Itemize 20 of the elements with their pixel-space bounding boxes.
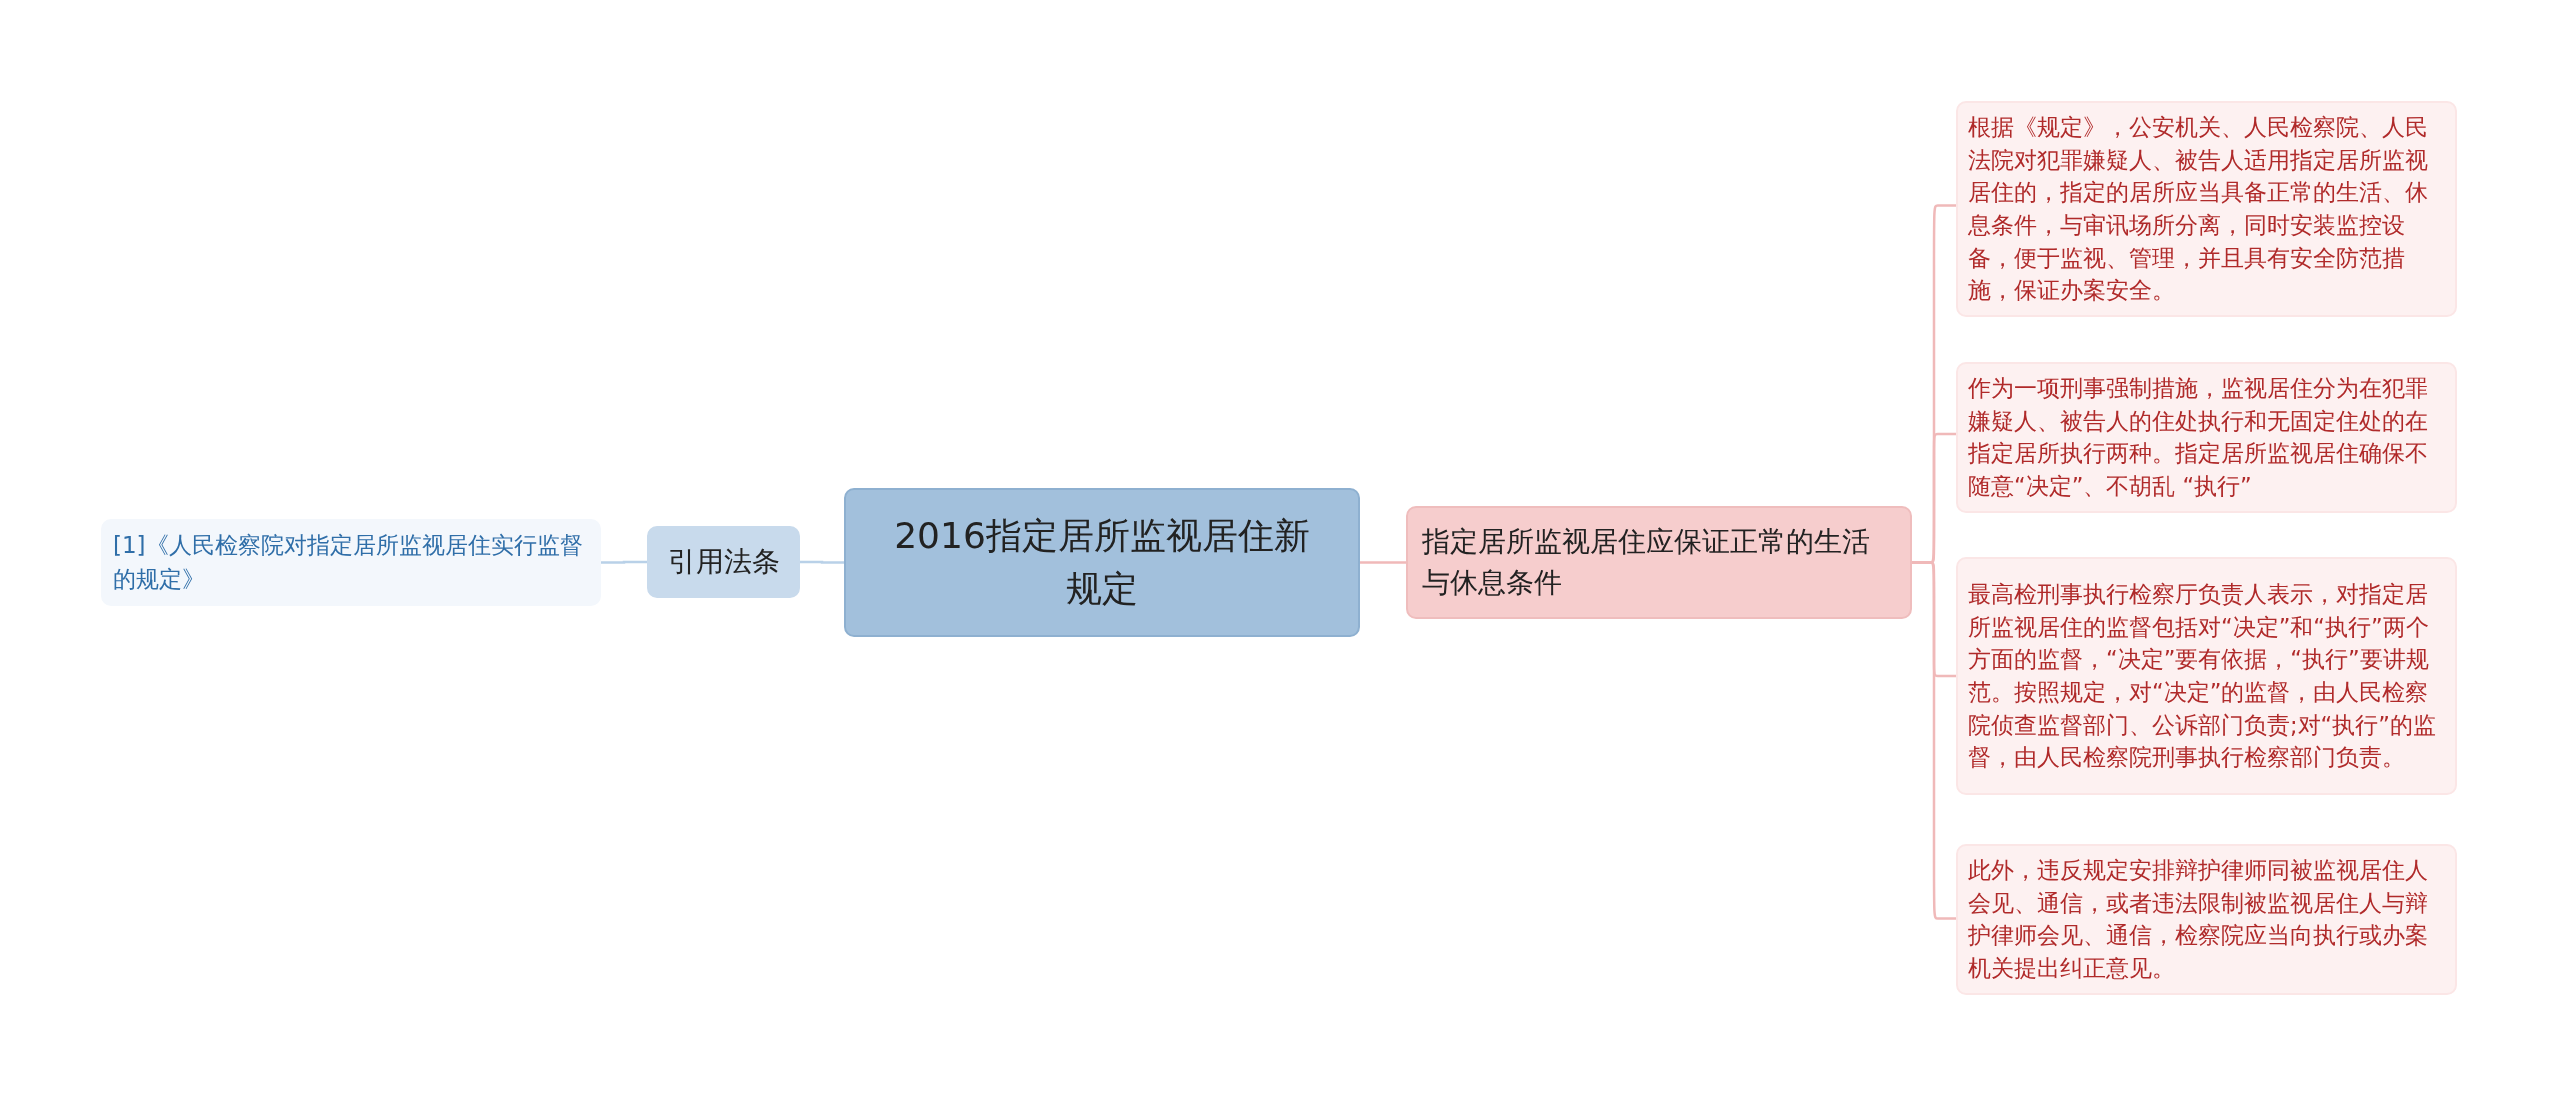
node-text: 2016指定居所监视居住新规定 bbox=[893, 514, 1311, 611]
node-text: 根据《规定》，公安机关、人民检察院、人民法院对犯罪嫌疑人、被告人适用指定居所监视居住的，指定的居所应当具备正常的生活、休息条件，与审讯场所分离，同时安装监控设备，便于监视、管理，并且具有安全防范措施，保证办案安全。 bbox=[1968, 113, 2429, 306]
topic-box bbox=[1406, 506, 1912, 619]
connector-line bbox=[800, 560, 844, 564]
node-text: 作为一项刑事强制措施，监视居住分为在犯罪嫌疑人、被告人的住处执行和无固定住处的在指定居所执行两种。指定居所监视居住确保不随意“决定”、不胡乱 “执行” bbox=[1968, 374, 2429, 501]
detail-box bbox=[1956, 101, 2457, 317]
detail-box bbox=[1956, 844, 2457, 995]
detail-box bbox=[1956, 557, 2457, 795]
detail-box bbox=[1956, 362, 2457, 513]
node-text: 引用法条 bbox=[667, 543, 780, 580]
connector-line bbox=[1912, 561, 1956, 920]
node-text: [1]《人民检察院对指定居所监视居住实行监督的规定》 bbox=[113, 531, 584, 594]
topic-box bbox=[647, 526, 800, 598]
connector-line bbox=[1360, 561, 1406, 564]
node-text: 此外，违反规定安排辩护律师同被监视居住人会见、通信，或者违法限制被监视居住人与辩护律师会见、通信，检察院应当向执行或办案机关提出纠正意见。 bbox=[1968, 856, 2429, 983]
reference-box bbox=[101, 519, 601, 606]
root-topic-box bbox=[844, 488, 1360, 637]
node-text: 最高检刑事执行检察厅负责人表示，对指定居所监视居住的监督包括对“决定”和“执行”两个方面的监督，“决定”要有依据，“执行”要讲规范。按照规定，对“决定”的监督，由人民检察院侦查监督部门、公诉部门负责;对“执行”的监督，由人民检察院刑事执行检察部门负责。 bbox=[1968, 580, 2437, 773]
connector-line bbox=[601, 560, 647, 564]
node-text: 指定居所监视居住应保证正常的生活与休息条件 bbox=[1422, 523, 1871, 601]
